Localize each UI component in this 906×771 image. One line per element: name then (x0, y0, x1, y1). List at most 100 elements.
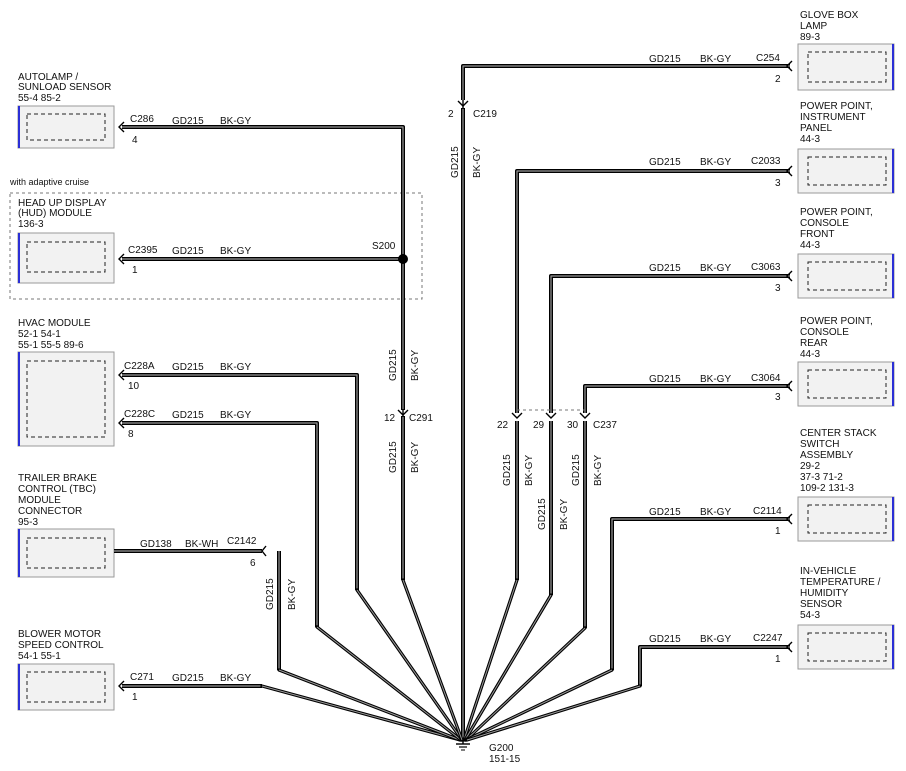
svg-text:TEMPERATURE /: TEMPERATURE / (800, 577, 881, 588)
svg-text:(HUD) MODULE: (HUD) MODULE (18, 208, 92, 219)
svg-text:CONSOLE: CONSOLE (800, 327, 849, 338)
power-point-console-rear: POWER POINT, CONSOLE REAR 44-3 (797, 316, 895, 407)
svg-text:GD215: GD215 (537, 498, 548, 530)
connector-c237: 22 29 30 C237 (497, 409, 617, 431)
svg-text:SPEED CONTROL: SPEED CONTROL (18, 640, 104, 651)
svg-text:GD215: GD215 (571, 454, 582, 486)
svg-text:BK-GY: BK-GY (593, 455, 604, 486)
svg-text:PANEL: PANEL (800, 123, 832, 134)
connector-c2247: C2247 1 (753, 633, 793, 665)
svg-text:ASSEMBLY: ASSEMBLY (800, 450, 853, 461)
ground-g200: G200 151-15 (456, 738, 521, 765)
svg-text:3: 3 (775, 283, 781, 294)
svg-text:POWER POINT,: POWER POINT, (800, 316, 873, 327)
svg-text:HUMIDITY: HUMIDITY (800, 588, 849, 599)
svg-text:GLOVE BOX: GLOVE BOX (800, 10, 859, 21)
svg-text:BK-GY: BK-GY (472, 147, 483, 178)
svg-text:22: 22 (497, 420, 509, 431)
svg-text:BK-GY: BK-GY (559, 499, 570, 530)
svg-text:BK-GY: BK-GY (220, 362, 251, 373)
svg-text:54-1 55-1: 54-1 55-1 (18, 651, 61, 662)
svg-text:2: 2 (775, 74, 781, 85)
wire-labels: GD215 BK-GY GD215 BK-GY GD215 BK-GY GD21… (140, 54, 731, 684)
power-point-console-front: POWER POINT, CONSOLE FRONT 44-3 (797, 207, 895, 299)
svg-text:GD215: GD215 (649, 157, 681, 168)
svg-text:12: 12 (384, 413, 396, 424)
svg-text:GD215: GD215 (172, 673, 204, 684)
svg-text:95-3: 95-3 (18, 517, 38, 528)
svg-text:CONSOLE: CONSOLE (800, 218, 849, 229)
svg-text:GD215: GD215 (388, 349, 399, 381)
connector-c291: C291 12 (384, 409, 433, 424)
svg-text:52-1 54-1: 52-1 54-1 (18, 329, 61, 340)
svg-text:8: 8 (128, 429, 134, 440)
center-stack-switch-assembly: CENTER STACK SWITCH ASSEMBLY 29-2 37-3 7… (797, 428, 895, 542)
svg-text:29: 29 (533, 420, 545, 431)
svg-text:C254: C254 (756, 53, 780, 64)
svg-text:S200: S200 (372, 241, 396, 252)
svg-text:GD215: GD215 (649, 54, 681, 65)
svg-text:37-3 71-2: 37-3 71-2 (800, 472, 843, 483)
svg-text:BK-GY: BK-GY (524, 455, 535, 486)
svg-text:SUNLOAD SENSOR: SUNLOAD SENSOR (18, 82, 111, 93)
hud-module: with adaptive cruise HEAD UP DISPLAY (HU… (9, 177, 423, 300)
svg-text:with adaptive cruise: with adaptive cruise (9, 177, 89, 187)
svg-text:109-2 131-3: 109-2 131-3 (800, 483, 854, 494)
svg-text:IN-VEHICLE: IN-VEHICLE (800, 566, 856, 577)
svg-text:FRONT: FRONT (800, 229, 834, 240)
svg-text:G200: G200 (489, 743, 514, 754)
svg-text:C2395: C2395 (128, 245, 158, 256)
svg-text:C3064: C3064 (751, 373, 781, 384)
svg-text:LAMP: LAMP (800, 21, 828, 32)
svg-text:BK-GY: BK-GY (700, 157, 731, 168)
svg-text:1: 1 (775, 526, 781, 537)
svg-text:C286: C286 (130, 114, 154, 125)
svg-text:GD215: GD215 (649, 507, 681, 518)
glove-box-lamp: GLOVE BOX LAMP 89-3 (797, 10, 895, 91)
svg-text:BLOWER MOTOR: BLOWER MOTOR (18, 629, 101, 640)
svg-text:POWER POINT,: POWER POINT, (800, 207, 873, 218)
svg-text:55-1 55-5 89-6: 55-1 55-5 89-6 (18, 340, 84, 351)
svg-text:GD215: GD215 (172, 410, 204, 421)
svg-text:3: 3 (775, 178, 781, 189)
connector-c254: C254 2 (756, 53, 793, 85)
svg-text:CONTROL (TBC): CONTROL (TBC) (18, 484, 96, 495)
svg-text:GD215: GD215 (502, 454, 513, 486)
power-point-instrument-panel: POWER POINT, INSTRUMENT PANEL 44-3 (797, 101, 895, 194)
svg-text:MODULE: MODULE (18, 495, 61, 506)
svg-text:BK-GY: BK-GY (700, 374, 731, 385)
connector-c2114: C2114 1 (753, 506, 793, 537)
svg-text:GD138: GD138 (140, 539, 172, 550)
svg-text:TRAILER BRAKE: TRAILER BRAKE (18, 473, 97, 484)
svg-text:1: 1 (775, 654, 781, 665)
svg-text:4: 4 (132, 135, 138, 146)
svg-text:BK-GY: BK-GY (700, 263, 731, 274)
svg-text:GD215: GD215 (450, 146, 461, 178)
connector-c2395: C2395 1 (118, 245, 158, 276)
svg-text:C237: C237 (593, 420, 617, 431)
svg-text:BK-GY: BK-GY (287, 579, 298, 610)
svg-text:29-2: 29-2 (800, 461, 820, 472)
svg-text:10: 10 (128, 381, 140, 392)
svg-text:BK-GY: BK-GY (700, 507, 731, 518)
svg-text:GD215: GD215 (172, 246, 204, 257)
hvac-module: HVAC MODULE 52-1 54-1 55-1 55-5 89-6 (17, 318, 115, 447)
svg-text:151-15: 151-15 (489, 754, 521, 765)
autolamp-sunload-sensor: AUTOLAMP / SUNLOAD SENSOR 55-4 85-2 (17, 72, 115, 149)
connector-c228a: C228A 10 (118, 361, 155, 392)
svg-text:44-3: 44-3 (800, 349, 820, 360)
svg-text:136-3: 136-3 (18, 219, 44, 230)
svg-text:C219: C219 (473, 109, 497, 120)
svg-text:GD215: GD215 (649, 263, 681, 274)
connector-c219: C219 2 (448, 100, 497, 120)
svg-text:GD215: GD215 (649, 374, 681, 385)
svg-text:6: 6 (250, 558, 256, 569)
svg-text:C2247: C2247 (753, 633, 783, 644)
svg-text:SENSOR: SENSOR (800, 599, 842, 610)
splice-s200: S200 (372, 241, 408, 264)
svg-text:HVAC MODULE: HVAC MODULE (18, 318, 91, 329)
svg-text:GD215: GD215 (172, 362, 204, 373)
svg-text:C3063: C3063 (751, 262, 781, 273)
connector-c228c: C228C 8 (118, 409, 155, 440)
